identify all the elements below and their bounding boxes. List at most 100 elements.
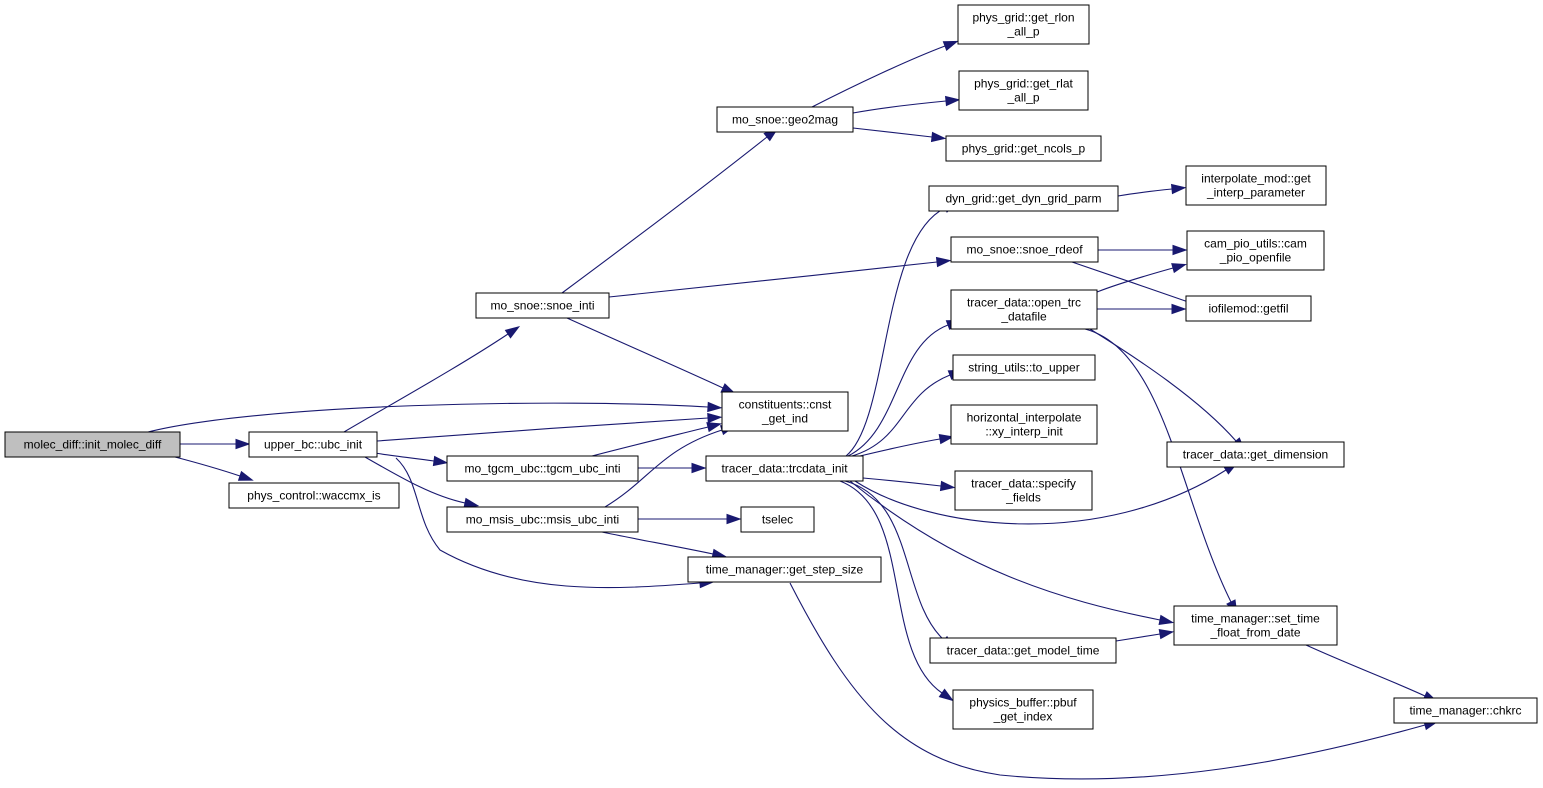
edge-line	[566, 317, 724, 389]
node-pbuf-get-index[interactable]: physics_buffer::pbuf_get_index	[952, 689, 1094, 730]
edge-init_molec_diff-to-ubc_init	[180, 438, 251, 450]
node-init-molec-diff: molec_diff::init_molec_diff	[4, 431, 181, 458]
node-get-dyn-grid-parm[interactable]: dyn_grid::get_dyn_grid_parm	[928, 185, 1119, 212]
edge-msis_ubc_inti-to-get_step_size	[601, 531, 728, 559]
node-box	[1186, 230, 1325, 271]
node-get-dimension[interactable]: tracer_data::get_dimension	[1166, 441, 1345, 468]
node-label: constituents::cnst	[739, 398, 832, 412]
edge-line	[845, 207, 946, 457]
edge-open_trc-to-cam_pio	[1096, 263, 1187, 293]
edge-line	[854, 469, 1227, 525]
node-snoe-inti[interactable]: mo_snoe::snoe_inti	[475, 292, 610, 319]
node-trcdata-init[interactable]: tracer_data::trcdata_init	[705, 455, 864, 482]
node-label: time_manager::chkrc	[1409, 704, 1521, 718]
arrowhead-icon	[707, 412, 723, 424]
node-box	[721, 391, 849, 432]
node-label: tracer_data::get_dimension	[1183, 448, 1328, 462]
edge-tgcm_ubc_inti-to-trcdata_init	[638, 462, 707, 474]
edge-line	[1115, 633, 1161, 642]
node-box	[950, 289, 1098, 330]
node-get-rlon[interactable]: phys_grid::get_rlon_all_p	[957, 4, 1090, 45]
arrowhead-icon	[1158, 628, 1175, 640]
arrowhead-icon	[707, 401, 723, 413]
node-label: tselec	[762, 513, 793, 527]
node-label: mo_snoe::snoe_inti	[490, 299, 594, 313]
node-label: upper_bc::ubc_init	[264, 438, 363, 452]
node-label: string_utils::to_upper	[968, 361, 1079, 375]
node-box	[687, 556, 882, 583]
node-getfil[interactable]: iofilemod::getfil	[1185, 295, 1312, 322]
node-label: phys_control::waccmx_is	[247, 489, 380, 503]
node-box	[957, 4, 1090, 45]
node-waccmx-is[interactable]: phys_control::waccmx_is	[228, 482, 400, 509]
node-msis-ubc-inti[interactable]: mo_msis_ubc::msis_ubc_inti	[446, 506, 639, 533]
node-ubc-init[interactable]: upper_bc::ubc_init	[248, 431, 378, 458]
edge-line	[862, 477, 942, 487]
edge-line	[174, 456, 241, 477]
edge-line	[1096, 267, 1174, 293]
node-geo2mag[interactable]: mo_snoe::geo2mag	[716, 106, 854, 133]
node-specify-fields[interactable]: tracer_data::specify_fields	[954, 470, 1093, 511]
node-box	[740, 506, 815, 533]
node-get-ncols[interactable]: phys_grid::get_ncols_p	[945, 135, 1102, 162]
arrowhead-icon	[1170, 183, 1187, 195]
node-box	[1166, 441, 1345, 468]
edge-line	[1071, 261, 1198, 306]
edge-line	[844, 480, 945, 641]
node-label: tracer_data::get_model_time	[947, 644, 1100, 658]
arrowhead-icon	[938, 688, 954, 702]
edge-trcdata_init-to-pbuf_get_index	[839, 480, 954, 702]
edge-msis_ubc_inti-to-tselec	[638, 513, 742, 525]
node-box	[1393, 697, 1538, 724]
node-label: tracer_data::specify	[971, 477, 1076, 491]
node-set-time[interactable]: time_manager::set_time_float_from_date	[1173, 605, 1338, 646]
edge-line	[604, 429, 723, 508]
arrowhead-icon	[938, 433, 955, 445]
node-box	[716, 106, 854, 133]
edge-snoe_inti-to-geo2mag	[561, 127, 779, 294]
node-box	[929, 637, 1117, 664]
edge-snoe_inti-to-cnst_get_ind	[566, 317, 737, 395]
node-get-step-size[interactable]: time_manager::get_step_size	[687, 556, 882, 583]
edge-line	[1089, 328, 1237, 442]
node-tgcm-ubc-inti[interactable]: mo_tgcm_ubc::tgcm_ubc_inti	[446, 455, 639, 482]
call-nodes: molec_diff::init_molec_diff upper_bc::ubc…	[4, 4, 1538, 730]
edge-trcdata_init-to-set_time	[849, 480, 1175, 626]
node-box	[4, 431, 181, 458]
edge-line	[608, 261, 938, 298]
node-label: _all_p	[1006, 91, 1039, 105]
edge-trcdata_init-to-xy_interp	[859, 433, 955, 457]
edge-open_trc-to-getfil	[1097, 303, 1187, 315]
arrowhead-icon	[726, 513, 742, 525]
node-snoe-rdeof[interactable]: mo_snoe::snoe_rdeof	[950, 236, 1099, 263]
edge-snoe_rdeof-to-cam_pio	[1097, 244, 1188, 256]
node-get-rlat[interactable]: phys_grid::get_rlat_all_p	[958, 70, 1089, 111]
node-label: _float_from_date	[1209, 626, 1300, 640]
edge-get_step_size-to-chkrc	[789, 582, 1439, 780]
edge-line	[852, 100, 947, 114]
node-box	[952, 689, 1094, 730]
node-tselec[interactable]: tselec	[740, 506, 815, 533]
arrowhead-icon	[463, 497, 480, 508]
node-to-upper[interactable]: string_utils::to_upper	[952, 354, 1096, 381]
arrowhead-icon	[935, 256, 952, 268]
node-label: _pio_openfile	[1219, 251, 1292, 265]
node-cam-pio[interactable]: cam_pio_utils::cam_pio_openfile	[1186, 230, 1325, 271]
node-get-model-time[interactable]: tracer_data::get_model_time	[929, 637, 1117, 664]
node-get-interp[interactable]: interpolate_mod::get_interp_parameter	[1185, 165, 1327, 206]
arrowhead-icon	[930, 131, 947, 143]
node-xy-interp[interactable]: horizontal_interpolate::xy_interp_init	[950, 404, 1098, 445]
node-open-trc[interactable]: tracer_data::open_trc_datafile	[950, 289, 1098, 330]
edge-tgcm_ubc_inti-to-cnst_get_ind	[591, 422, 723, 457]
node-label: mo_tgcm_ubc::tgcm_ubc_inti	[464, 462, 620, 476]
node-label: mo_msis_ubc::msis_ubc_inti	[466, 513, 619, 527]
node-cnst-get-ind[interactable]: constituents::cnst_get_ind	[721, 391, 849, 432]
node-box	[705, 455, 864, 482]
edge-line	[1117, 188, 1173, 197]
edge-line	[849, 480, 1161, 621]
edge-geo2mag-to-get_rlon	[811, 40, 959, 108]
node-box	[248, 431, 378, 458]
edge-ubc_init-to-tgcm_ubc_inti	[374, 452, 449, 467]
node-label: phys_grid::get_ncols_p	[962, 142, 1086, 156]
node-chkrc[interactable]: time_manager::chkrc	[1393, 697, 1538, 724]
